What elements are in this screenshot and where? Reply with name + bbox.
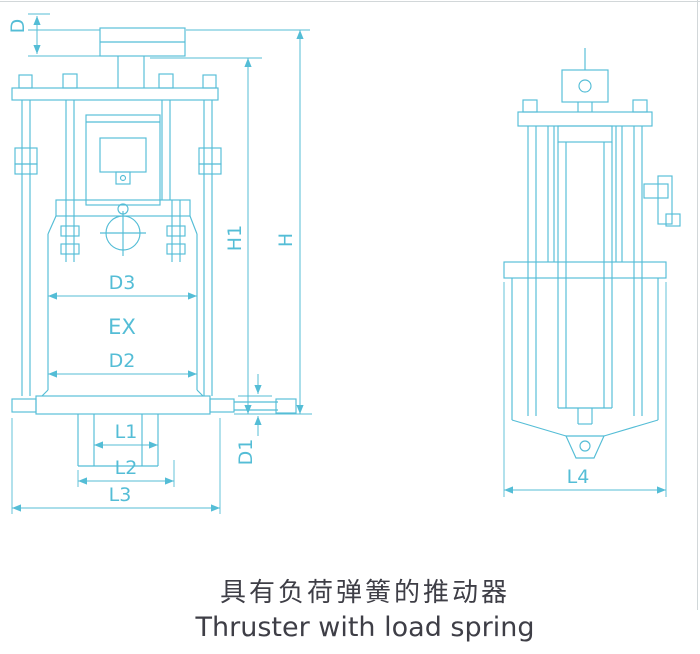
dim-label-l3: L3 bbox=[109, 484, 132, 506]
dim-label-d1: D1 bbox=[235, 439, 257, 466]
caption: 具有负荷弹簧的推动器 Thruster with load spring bbox=[195, 578, 535, 643]
caption-english: Thruster with load spring bbox=[195, 612, 535, 643]
dim-label-l4: L4 bbox=[567, 466, 590, 488]
dim-label-l1: L1 bbox=[115, 421, 138, 443]
dim-label-d: D bbox=[7, 19, 29, 34]
dim-label-ex: EX bbox=[108, 315, 136, 339]
dim-label-d2: D2 bbox=[109, 350, 136, 372]
dim-label-d3: D3 bbox=[109, 272, 136, 294]
front-view-dimensions: D D3 EX D2 L1 L2 L3 D1 H1 bbox=[7, 13, 312, 514]
side-view-dimensions: L4 bbox=[503, 282, 667, 497]
front-view bbox=[11, 27, 297, 467]
caption-chinese: 具有负荷弹簧的推动器 bbox=[220, 578, 510, 608]
dim-label-l2: L2 bbox=[115, 457, 138, 479]
dim-label-h: H bbox=[275, 233, 297, 247]
dim-label-h1: H1 bbox=[224, 225, 246, 251]
side-view bbox=[503, 48, 681, 459]
